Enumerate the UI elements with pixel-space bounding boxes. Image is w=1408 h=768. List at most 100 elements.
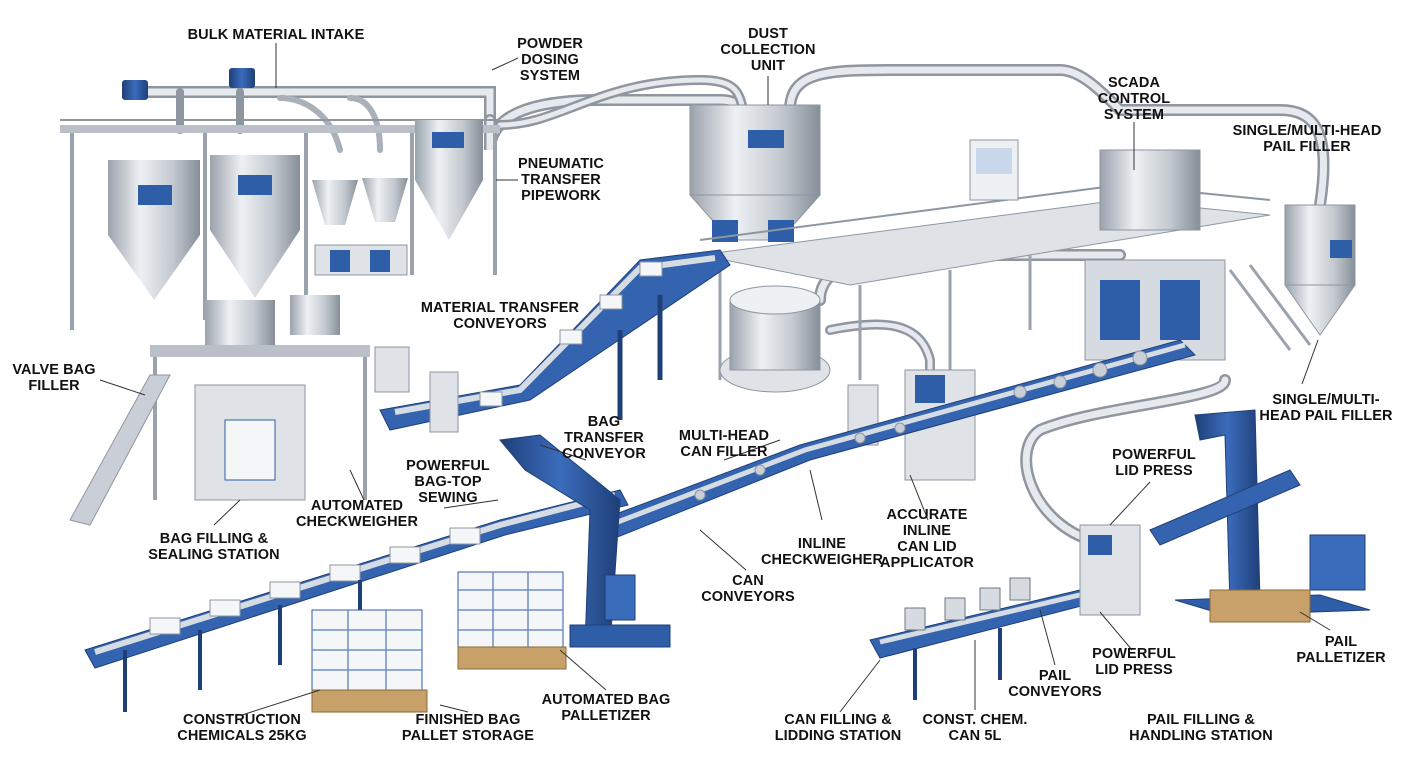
label-line: PNEUMATIC (517, 156, 605, 172)
label-valve-bag-filler: VALVE BAG FILLER (12, 362, 95, 394)
label-multi-head-can-filler: MULTI-HEAD CAN FILLER (679, 428, 769, 460)
label-pail-filler-top: SINGLE/MULTI-HEAD PAIL FILLER (1233, 123, 1382, 155)
label-line: SINGLE/MULTI-HEAD (1232, 123, 1382, 139)
label-line: CAN FILLING & (784, 712, 892, 728)
label-accurate-inline-can-lid-applicator: ACCURATE INLINE CAN LID APPLICATOR (880, 507, 974, 571)
bulk-silos (60, 119, 500, 330)
label-line: INLINE (797, 536, 847, 552)
label-can-filling-lidding-station: CAN FILLING & LIDDING STATION (775, 712, 902, 744)
label-line: BAG-TOP (414, 474, 482, 490)
silo-3 (415, 120, 483, 240)
label-line: PALLET STORAGE (401, 728, 535, 744)
label-powder-dosing-system: POWDER DOSING SYSTEM (517, 36, 583, 84)
label-line: CAN (732, 573, 764, 589)
label-line: CONSTRUCTION (183, 712, 301, 728)
label-line: PALLETIZER (1296, 650, 1386, 666)
label-line: CAN 5L (948, 728, 1002, 744)
silo-2 (210, 155, 300, 298)
label-line: POWERFUL (406, 458, 490, 474)
label-line: TRANSFER (521, 172, 601, 188)
label-pail-conveyors: PAIL CONVEYORS (1008, 668, 1102, 700)
label-line: LID PRESS (1115, 463, 1193, 479)
label-line: PAIL FILLING & (1146, 712, 1255, 728)
valve-bag-filler-station (69, 295, 370, 526)
label-line: APPLICATOR (880, 555, 974, 571)
label-line: HANDLING STATION (1129, 728, 1273, 744)
label-line: LID PRESS (1095, 662, 1173, 678)
pail-palletizer-robot (1149, 409, 1371, 623)
label-powerful-bag-top-sewing: POWERFUL BAG-TOP SEWING (406, 458, 490, 506)
label-line: SYSTEM (519, 68, 581, 84)
label-bag-transfer-conveyor: BAG TRANSFER CONVEYOR (562, 414, 646, 462)
can-conveyor (599, 339, 1196, 541)
lid-press-station (1079, 524, 1141, 616)
label-line: DOSING (521, 52, 579, 68)
label-scada-control-system: SCADA CONTROL SYSTEM (1098, 75, 1170, 123)
label-line: PAIL (1324, 634, 1358, 650)
label-line: PALLETIZER (561, 708, 651, 724)
label-line: PAIL FILLER (1263, 139, 1351, 155)
label-line: CONST. CHEM. (922, 712, 1028, 728)
label-line: AUTOMATED (310, 498, 404, 514)
label-inline-checkweigher: INLINE CHECKWEIGHER (761, 536, 883, 568)
label-line: UNIT (750, 58, 786, 74)
label-bag-filling-sealing-station: BAG FILLING & SEALING STATION (148, 531, 279, 563)
dosing-hoppers (312, 178, 408, 276)
label-finished-bag-pallet-storage: FINISHED BAG PALLET STORAGE (402, 712, 534, 744)
label-line: CONVEYOR (562, 446, 646, 462)
label-line: BAG FILLING & (159, 531, 269, 547)
label-dust-collection-unit: DUST COLLECTION UNIT (720, 26, 815, 74)
label-line: ACCURATE (886, 507, 968, 523)
label-line: SCADA (1107, 75, 1161, 91)
label-line: DUST (748, 26, 788, 42)
bag-pallet-stack-1 (311, 609, 428, 713)
label-line: POWERFUL (1112, 447, 1196, 463)
label-line: HEAD PAIL FILLER (1259, 408, 1393, 424)
label-const-chem-can-5l: CONST. CHEM. CAN 5L (922, 712, 1027, 744)
material-transfer-conveyor (374, 249, 731, 433)
label-powerful-lid-press-top: POWERFUL LID PRESS (1112, 447, 1196, 479)
label-line: POWDER (517, 36, 583, 52)
label-line: CONVEYORS (453, 316, 547, 332)
label-pail-palletizer: PAIL PALLETIZER (1296, 634, 1385, 666)
label-line: CONVEYORS (1008, 684, 1102, 700)
pneumatic-pipework (129, 64, 1330, 546)
silo-1 (108, 160, 200, 300)
label-automated-bag-palletizer: AUTOMATED BAG PALLETIZER (542, 692, 671, 724)
scada-panel (969, 139, 1019, 201)
label-line: BAG (587, 414, 621, 430)
label-line: CONTROL (1097, 91, 1171, 107)
label-line: PAIL (1038, 668, 1072, 684)
label-line: FILLER (28, 378, 80, 394)
label-pneumatic-transfer-pipework: PNEUMATIC TRANSFER PIPEWORK (518, 156, 604, 204)
label-line: MATERIAL TRANSFER (420, 300, 580, 316)
bag-pallet-stack-2 (457, 571, 567, 670)
label-line: CHEMICALS 25KG (177, 728, 307, 744)
label-powerful-lid-press-bottom: POWERFUL LID PRESS (1092, 646, 1176, 678)
pail-filler-unit (1084, 149, 1356, 361)
label-line: AUTOMATED BAG (541, 692, 671, 708)
leader-lines (99, 43, 1331, 716)
label-line: VALVE BAG (12, 362, 96, 378)
pail-silo (1284, 204, 1356, 336)
label-pail-filler-right: SINGLE/MULTI- HEAD PAIL FILLER (1259, 392, 1392, 424)
label-line: CAN LID (897, 539, 957, 555)
label-line: TRANSFER (564, 430, 644, 446)
label-line: SEALING STATION (148, 547, 280, 563)
label-automated-checkweigher: AUTOMATED CHECKWEIGHER (296, 498, 418, 530)
label-material-transfer-conveyors: MATERIAL TRANSFER CONVEYORS (421, 300, 579, 332)
label-line: POWERFUL (1092, 646, 1176, 662)
bag-conveyor-long (84, 489, 629, 712)
label-line: SINGLE/MULTI- (1272, 392, 1380, 408)
label-line: CHECKWEIGHER (295, 514, 419, 530)
label-line: MULTI-HEAD (678, 428, 770, 444)
label-can-conveyors: CAN CONVEYORS (701, 573, 795, 605)
label-line: FINISHED BAG (415, 712, 521, 728)
label-pail-filling-handling-station: PAIL FILLING & HANDLING STATION (1129, 712, 1273, 744)
label-line: LIDDING STATION (774, 728, 902, 744)
label-line: INLINE (902, 523, 952, 539)
dust-collector (688, 104, 822, 242)
label-bulk-material-intake: BULK MATERIAL INTAKE (188, 27, 365, 43)
label-line: SEWING (418, 490, 478, 506)
